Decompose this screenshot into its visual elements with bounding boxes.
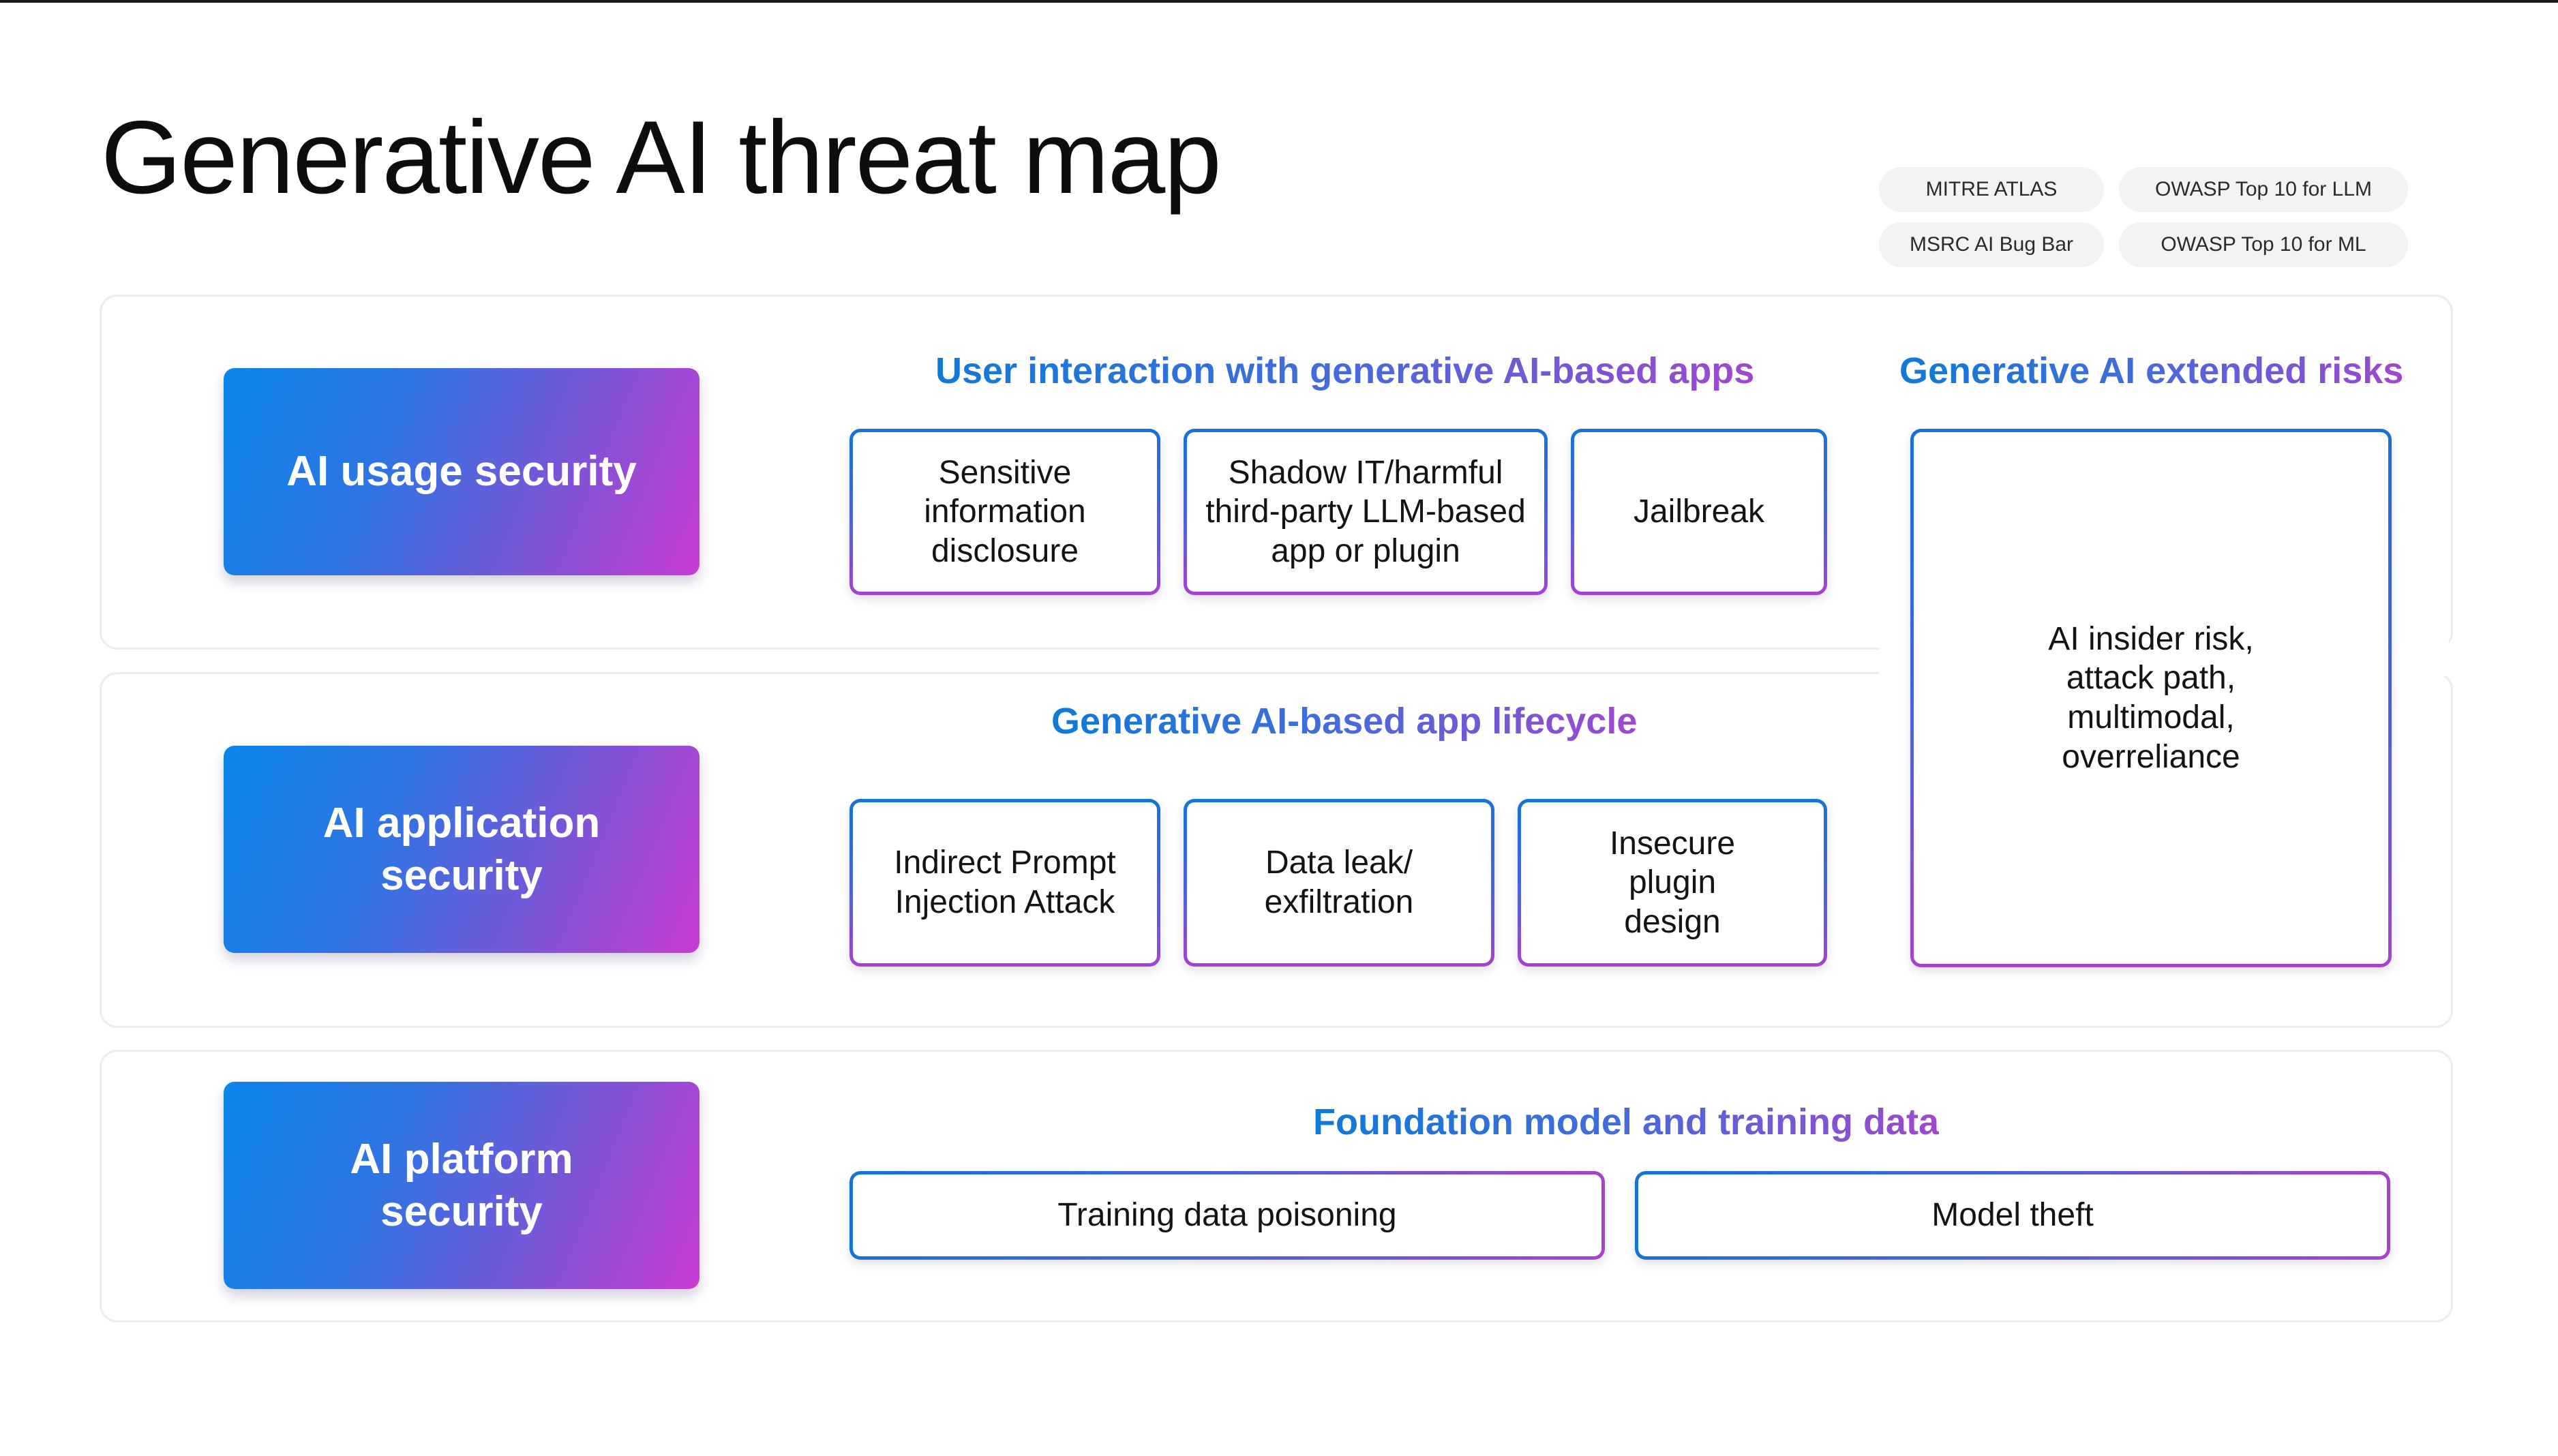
- risk-model-theft: Model theft: [1635, 1171, 2390, 1260]
- risk-extended: AI insider risk, attack path, multimodal…: [1910, 429, 2392, 967]
- risk-indirect-prompt-injection: Indirect Prompt Injection Attack: [849, 799, 1160, 967]
- risk-data-leak-exfiltration: Data leak/ exfiltration: [1184, 799, 1494, 967]
- risk-label: Data leak/ exfiltration: [1264, 845, 1414, 920]
- page-title: Generative AI threat map: [101, 100, 1222, 215]
- risk-label: AI insider risk, attack path, multimodal…: [2048, 620, 2254, 775]
- category-ai-usage-security: AI usage security: [224, 368, 699, 575]
- reference-tag-owasp-ml: OWASP Top 10 for ML: [2119, 222, 2408, 267]
- risk-label: Sensitive information disclosure: [924, 454, 1086, 569]
- heading-foundation-model: Foundation model and training data: [1313, 1100, 1939, 1144]
- category-label: AI usage security: [286, 448, 637, 496]
- risk-label: Insecure plugin design: [1609, 825, 1736, 940]
- category-label: AI application security: [322, 799, 601, 900]
- risk-label: Shadow IT/harmful third-party LLM-based …: [1205, 454, 1526, 569]
- category-ai-platform-security: AI platform security: [224, 1082, 699, 1289]
- risk-jailbreak: Jailbreak: [1571, 429, 1827, 595]
- risk-label: Training data poisoning: [1057, 1197, 1397, 1234]
- risk-sensitive-information-disclosure: Sensitive information disclosure: [849, 429, 1160, 595]
- risk-shadow-it-harmful-plugin: Shadow IT/harmful third-party LLM-based …: [1184, 429, 1548, 595]
- reference-tag-msrc-bug-bar: MSRC AI Bug Bar: [1879, 222, 2104, 267]
- risk-insecure-plugin-design: Insecure plugin design: [1518, 799, 1827, 967]
- reference-tag-owasp-llm: OWASP Top 10 for LLM: [2119, 167, 2408, 212]
- category-ai-application-security: AI application security: [224, 746, 699, 953]
- reference-tag-mitre-atlas: MITRE ATLAS: [1879, 167, 2104, 212]
- category-label: AI platform security: [350, 1135, 573, 1236]
- heading-extended-risks: Generative AI extended risks: [1899, 349, 2403, 393]
- risk-label: Indirect Prompt Injection Attack: [894, 845, 1116, 920]
- heading-app-lifecycle: Generative AI-based app lifecycle: [1051, 699, 1637, 744]
- risk-label: Model theft: [1931, 1197, 2094, 1234]
- heading-user-interaction: User interaction with generative AI-base…: [935, 349, 1754, 393]
- risk-training-data-poisoning: Training data poisoning: [849, 1171, 1605, 1260]
- top-rule: [0, 0, 2558, 3]
- risk-label: Jailbreak: [1633, 494, 1765, 530]
